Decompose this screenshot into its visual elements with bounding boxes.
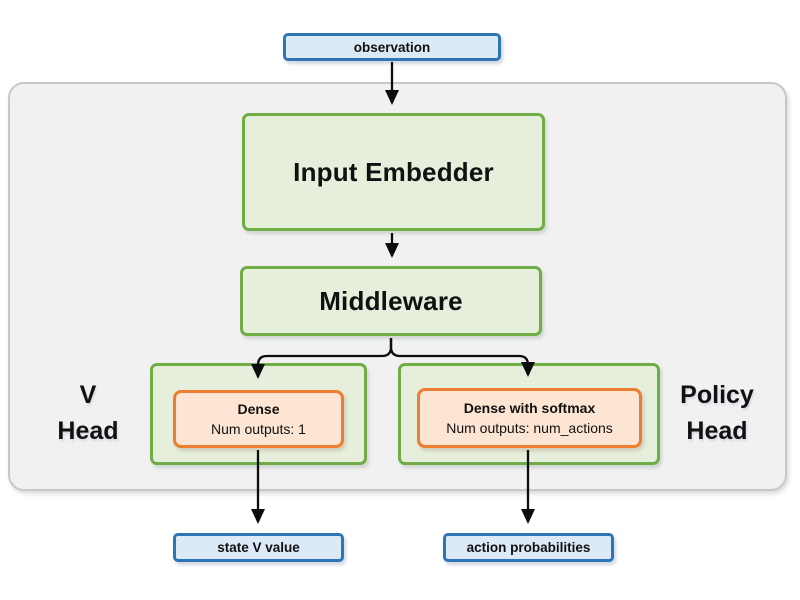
- input-embedder-node: Input Embedder: [242, 113, 545, 231]
- middleware-label: Middleware: [319, 285, 463, 316]
- v-head-dense-node: Dense Num outputs: 1: [173, 390, 344, 448]
- v-head-dense-title: Dense: [237, 400, 280, 417]
- v-head-dense-outputs: Num outputs: 1: [211, 421, 306, 437]
- policy-head-dense-outputs: Num outputs: num_actions: [446, 420, 613, 436]
- policy-head-dense-title: Dense with softmax: [463, 399, 596, 416]
- v-head-label: V Head: [57, 381, 119, 446]
- input-embedder-label: Input Embedder: [293, 156, 494, 187]
- state-v-value-label: state V value: [217, 540, 300, 555]
- observation-label: observation: [353, 39, 431, 55]
- action-probabilities-label: action probabilities: [466, 540, 591, 555]
- observation-node: observation: [283, 33, 501, 61]
- action-probabilities-node: action probabilities: [443, 533, 614, 562]
- policy-head-label: Policy Head: [680, 381, 754, 446]
- middleware-node: Middleware: [240, 266, 542, 336]
- state-v-value-node: state V value: [173, 533, 344, 562]
- policy-head-dense-node: Dense with softmax Num outputs: num_acti…: [417, 388, 642, 448]
